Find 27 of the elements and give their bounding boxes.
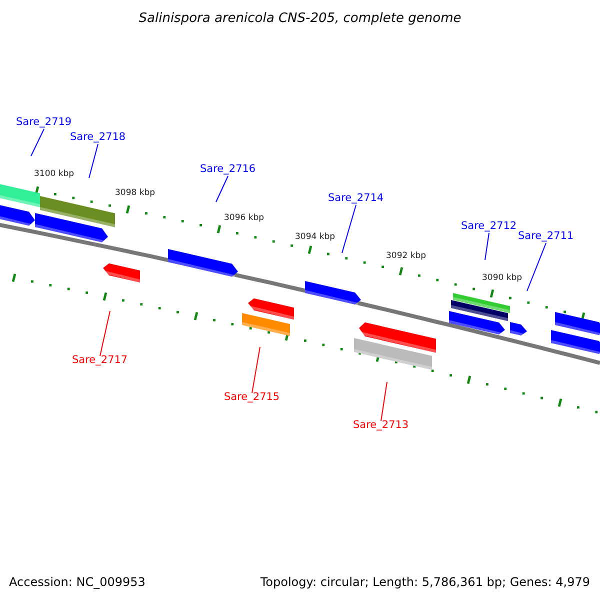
leader-line bbox=[30, 128, 44, 156]
scale-label: 3100 kbp bbox=[34, 170, 74, 178]
scale-label: 3094 kbp bbox=[295, 233, 336, 242]
gene-name: Sare_2714 bbox=[328, 193, 384, 204]
leader-line bbox=[380, 382, 388, 422]
accession-text: Accession: NC_009953 bbox=[9, 576, 146, 588]
leader-line bbox=[100, 310, 110, 356]
title: Salinispora arenicola CNS-205, complete genome bbox=[138, 12, 462, 25]
gene-name: Sare_2717 bbox=[72, 355, 128, 366]
leader-line bbox=[252, 346, 260, 394]
scale-label: 3092 kbp bbox=[386, 252, 426, 260]
scale-label: 3098 kbp bbox=[115, 189, 156, 198]
gene-name: Sare_2718 bbox=[70, 132, 126, 142]
leader-line bbox=[342, 204, 356, 254]
genome-info-text: Topology: circular; Length: 5,786,361 bp; Genes: 4,979 bbox=[260, 576, 590, 588]
gene-name: Sare_2713 bbox=[353, 420, 409, 430]
gene-name: Sare_2716 bbox=[200, 164, 256, 174]
leader-line bbox=[484, 232, 490, 260]
gene-name: Sare_2715 bbox=[224, 392, 280, 402]
gene-name: Sare_2712 bbox=[461, 221, 517, 232]
scale-label: 3096 kbp bbox=[224, 214, 264, 222]
leader-line bbox=[88, 144, 98, 178]
leader-line bbox=[216, 176, 228, 202]
gene-name: Sare_2719 bbox=[16, 117, 72, 128]
leader-line bbox=[526, 242, 546, 292]
gene-name: Sare_2711 bbox=[518, 231, 574, 242]
scale-label: 3090 kbp bbox=[482, 274, 522, 282]
